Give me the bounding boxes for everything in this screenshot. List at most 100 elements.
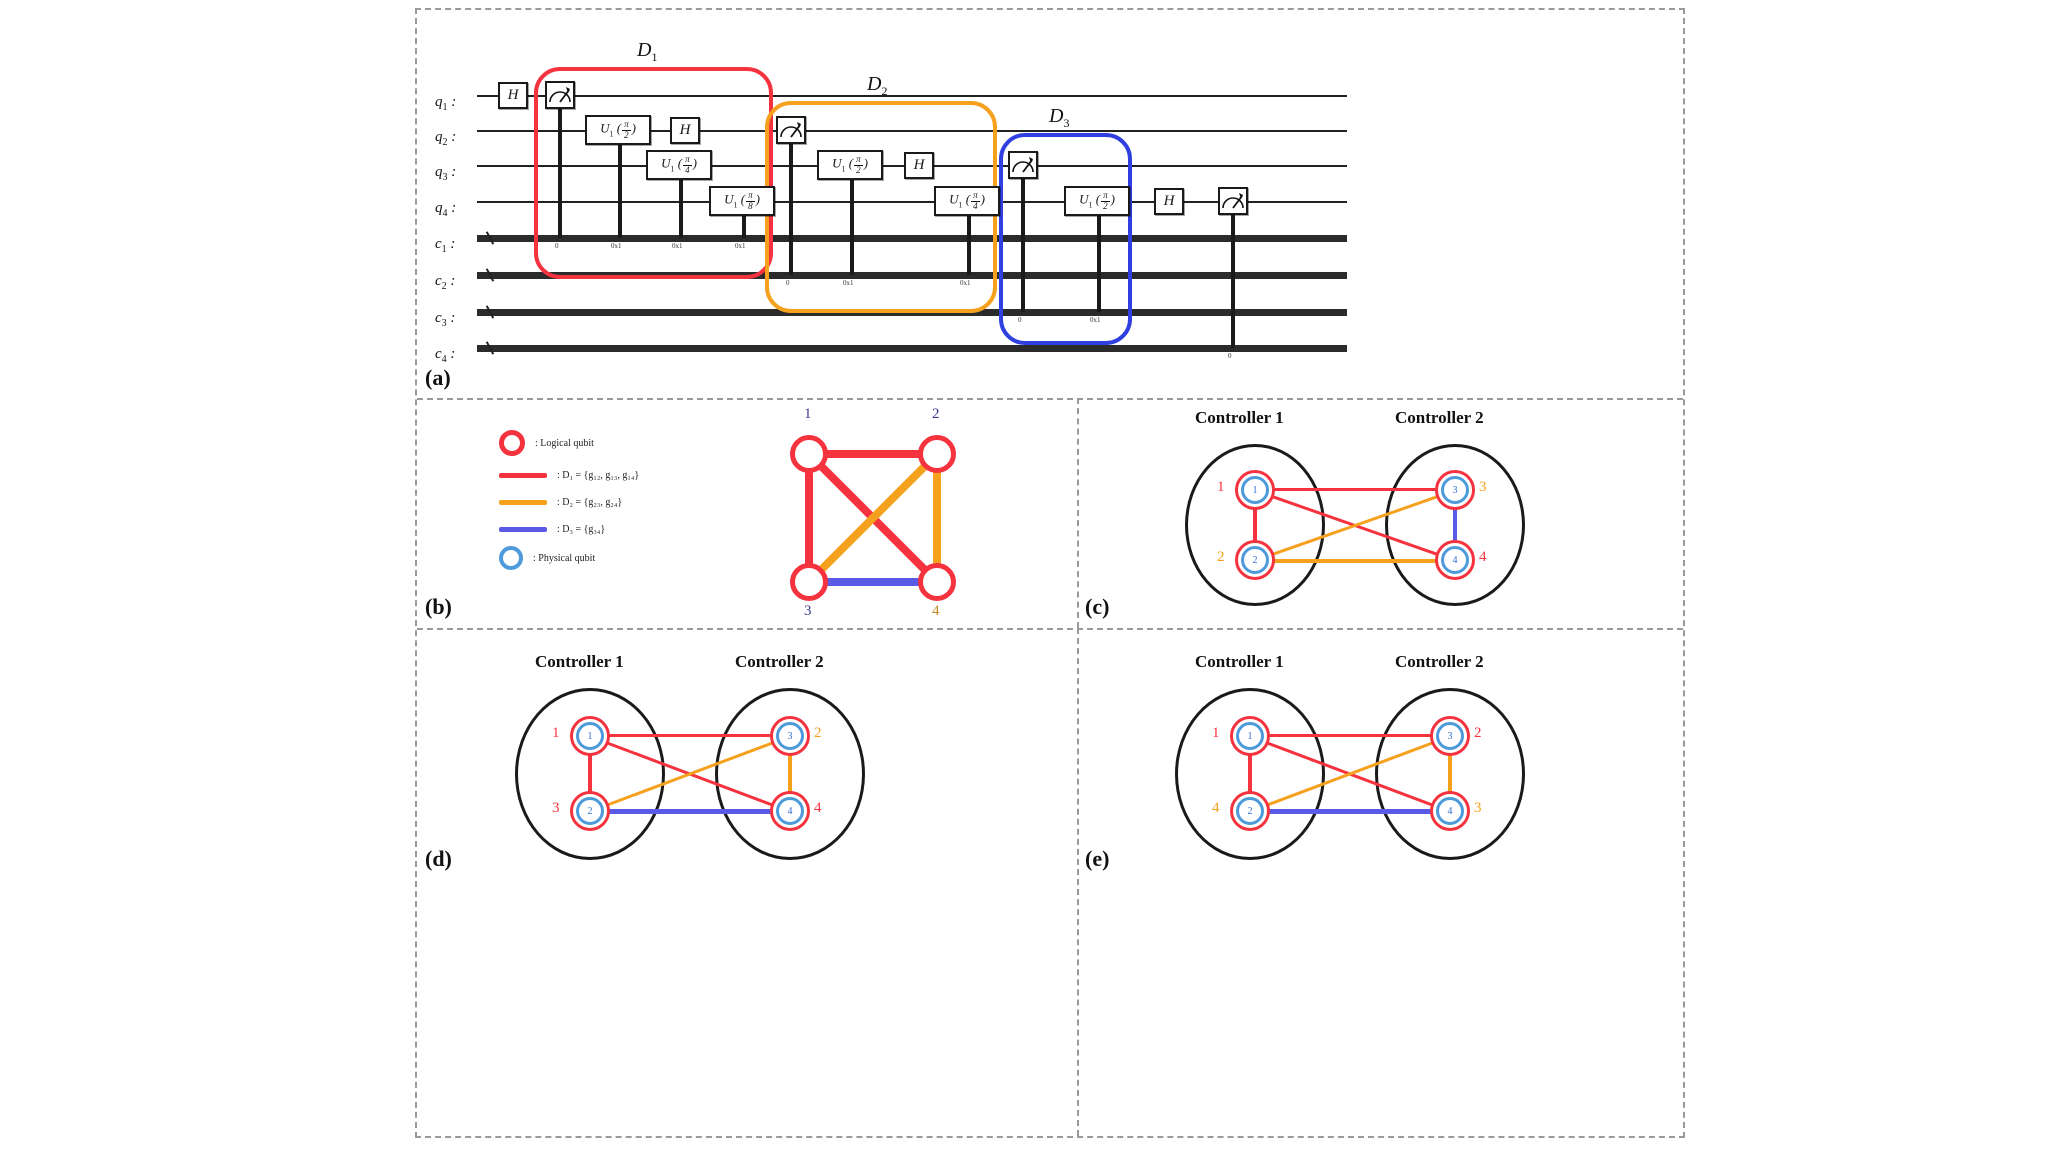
legend-label: : D₂ = {g₂₃, g₂₄} bbox=[557, 497, 623, 508]
physical-node-d-2[interactable]: 2 bbox=[576, 797, 604, 825]
physical-node-c-1[interactable]: 1 bbox=[1241, 476, 1269, 504]
gate-label: H bbox=[679, 122, 691, 138]
physical-node-e-3[interactable]: 3 bbox=[1436, 722, 1464, 750]
node-b-3[interactable] bbox=[790, 563, 828, 601]
register-label-c3: c3 : bbox=[435, 310, 456, 329]
controller-2-title-e: Controller 2 bbox=[1395, 652, 1484, 671]
gate-h-q2[interactable]: H bbox=[670, 117, 700, 144]
group-box-D1 bbox=[534, 67, 773, 279]
edge-b-2-4 bbox=[933, 454, 941, 582]
wire-q1 bbox=[477, 95, 1347, 97]
node-label-b-4: 4 bbox=[932, 603, 940, 619]
logical-label-e-2: 4 bbox=[1212, 800, 1220, 816]
control-bit-label-g11: 0 bbox=[1018, 316, 1022, 324]
control-bit-label-g14: 0 bbox=[1228, 352, 1232, 360]
gate-measure-q4[interactable] bbox=[1218, 187, 1248, 215]
node-label-b-2: 2 bbox=[932, 406, 940, 422]
edge-b-3-4 bbox=[809, 578, 937, 586]
physical-node-d-3[interactable]: 3 bbox=[776, 722, 804, 750]
edge-e-p1-p3 bbox=[1250, 734, 1450, 737]
physical-node-e-1[interactable]: 1 bbox=[1236, 722, 1264, 750]
wire-q4 bbox=[477, 201, 1347, 203]
gate-label: H bbox=[913, 157, 925, 173]
gate-measure-q3[interactable] bbox=[1008, 151, 1038, 179]
physical-node-d-1[interactable]: 1 bbox=[576, 722, 604, 750]
edge-b-1-3 bbox=[805, 454, 813, 582]
gate-measure-q2[interactable] bbox=[776, 116, 806, 144]
control-line-g8 bbox=[850, 178, 854, 275]
separator-bc-bottom bbox=[417, 628, 1683, 630]
gate-h-q4[interactable]: H bbox=[1154, 188, 1184, 215]
controller-1-title-d: Controller 1 bbox=[535, 652, 624, 671]
control-line-g12 bbox=[1097, 214, 1101, 312]
controller-2-title-d: Controller 2 bbox=[735, 652, 824, 671]
legend-d2-swatch bbox=[499, 500, 547, 505]
control-bit-label-g6: 0x1 bbox=[735, 242, 746, 250]
physical-node-e-4[interactable]: 4 bbox=[1436, 797, 1464, 825]
logical-label-c-3: 3 bbox=[1479, 479, 1487, 495]
node-b-4[interactable] bbox=[918, 563, 956, 601]
logical-label-c-1: 1 bbox=[1217, 479, 1225, 495]
node-label-b-3: 3 bbox=[804, 603, 812, 619]
gate-h-q1[interactable]: H bbox=[498, 82, 528, 109]
panel-label-b: (b) bbox=[425, 594, 452, 619]
wire-c2 bbox=[477, 272, 1347, 279]
legend-label: : Logical qubit bbox=[535, 437, 594, 449]
logical-label-c-2: 2 bbox=[1217, 549, 1225, 565]
control-line-g5 bbox=[679, 178, 683, 238]
node-label-b-1: 1 bbox=[804, 406, 812, 422]
measure-icon bbox=[780, 122, 802, 138]
logical-label-d-3: 2 bbox=[814, 725, 822, 741]
register-label-q2: q2 : bbox=[435, 129, 457, 148]
register-label-q3: q3 : bbox=[435, 164, 457, 183]
logical-label-d-2: 3 bbox=[552, 800, 560, 816]
node-b-2[interactable] bbox=[918, 435, 956, 473]
measure-icon bbox=[1222, 193, 1244, 209]
physical-node-e-2[interactable]: 2 bbox=[1236, 797, 1264, 825]
control-bit-label-g5: 0x1 bbox=[672, 242, 683, 250]
panel-label-c: (c) bbox=[1085, 594, 1110, 619]
node-b-1[interactable] bbox=[790, 435, 828, 473]
register-label-c4: c4 : bbox=[435, 346, 456, 365]
physical-node-c-4[interactable]: 4 bbox=[1441, 546, 1469, 574]
measure-icon bbox=[549, 87, 571, 103]
physical-node-d-4[interactable]: 4 bbox=[776, 797, 804, 825]
measure-icon bbox=[1012, 157, 1034, 173]
legend-row-physical-qubit: : Physical qubit bbox=[499, 546, 595, 570]
legend-row-d3: : D₃ = {g₃₄} bbox=[499, 524, 605, 535]
edge-d-p1-p3 bbox=[590, 734, 790, 737]
panel-label-a: (a) bbox=[425, 365, 451, 390]
controller-1-ellipse-c bbox=[1185, 444, 1325, 606]
control-bit-label-g3: 0x1 bbox=[611, 242, 622, 250]
gate-label: H bbox=[507, 87, 519, 103]
figure-container: q1 : q2 : q3 : q4 : c1 : c2 : c3 : c4 : … bbox=[415, 8, 1685, 1138]
control-line-g2 bbox=[558, 105, 562, 238]
logical-label-e-3: 2 bbox=[1474, 725, 1482, 741]
wire-c4 bbox=[477, 345, 1347, 352]
gate-h-q3[interactable]: H bbox=[904, 152, 934, 179]
control-bit-label-g2: 0 bbox=[555, 242, 559, 250]
control-line-g3 bbox=[618, 143, 622, 238]
gate-measure-q1[interactable] bbox=[545, 81, 575, 109]
physical-node-c-3[interactable]: 3 bbox=[1441, 476, 1469, 504]
controller-1-ellipse-d bbox=[515, 688, 665, 860]
wire-c1 bbox=[477, 235, 1347, 242]
legend-label: : D₁ = {g₁₂, g₁₃, g₁₄} bbox=[557, 470, 640, 481]
group-box-D3 bbox=[999, 133, 1132, 345]
control-bit-label-g10: 0x1 bbox=[960, 279, 971, 287]
control-line-g14 bbox=[1231, 210, 1235, 348]
physical-node-c-2[interactable]: 2 bbox=[1241, 546, 1269, 574]
wire-q2 bbox=[477, 130, 1347, 132]
group-label-D3: D3 bbox=[1049, 105, 1070, 130]
edge-e-p2-p4 bbox=[1250, 809, 1450, 814]
